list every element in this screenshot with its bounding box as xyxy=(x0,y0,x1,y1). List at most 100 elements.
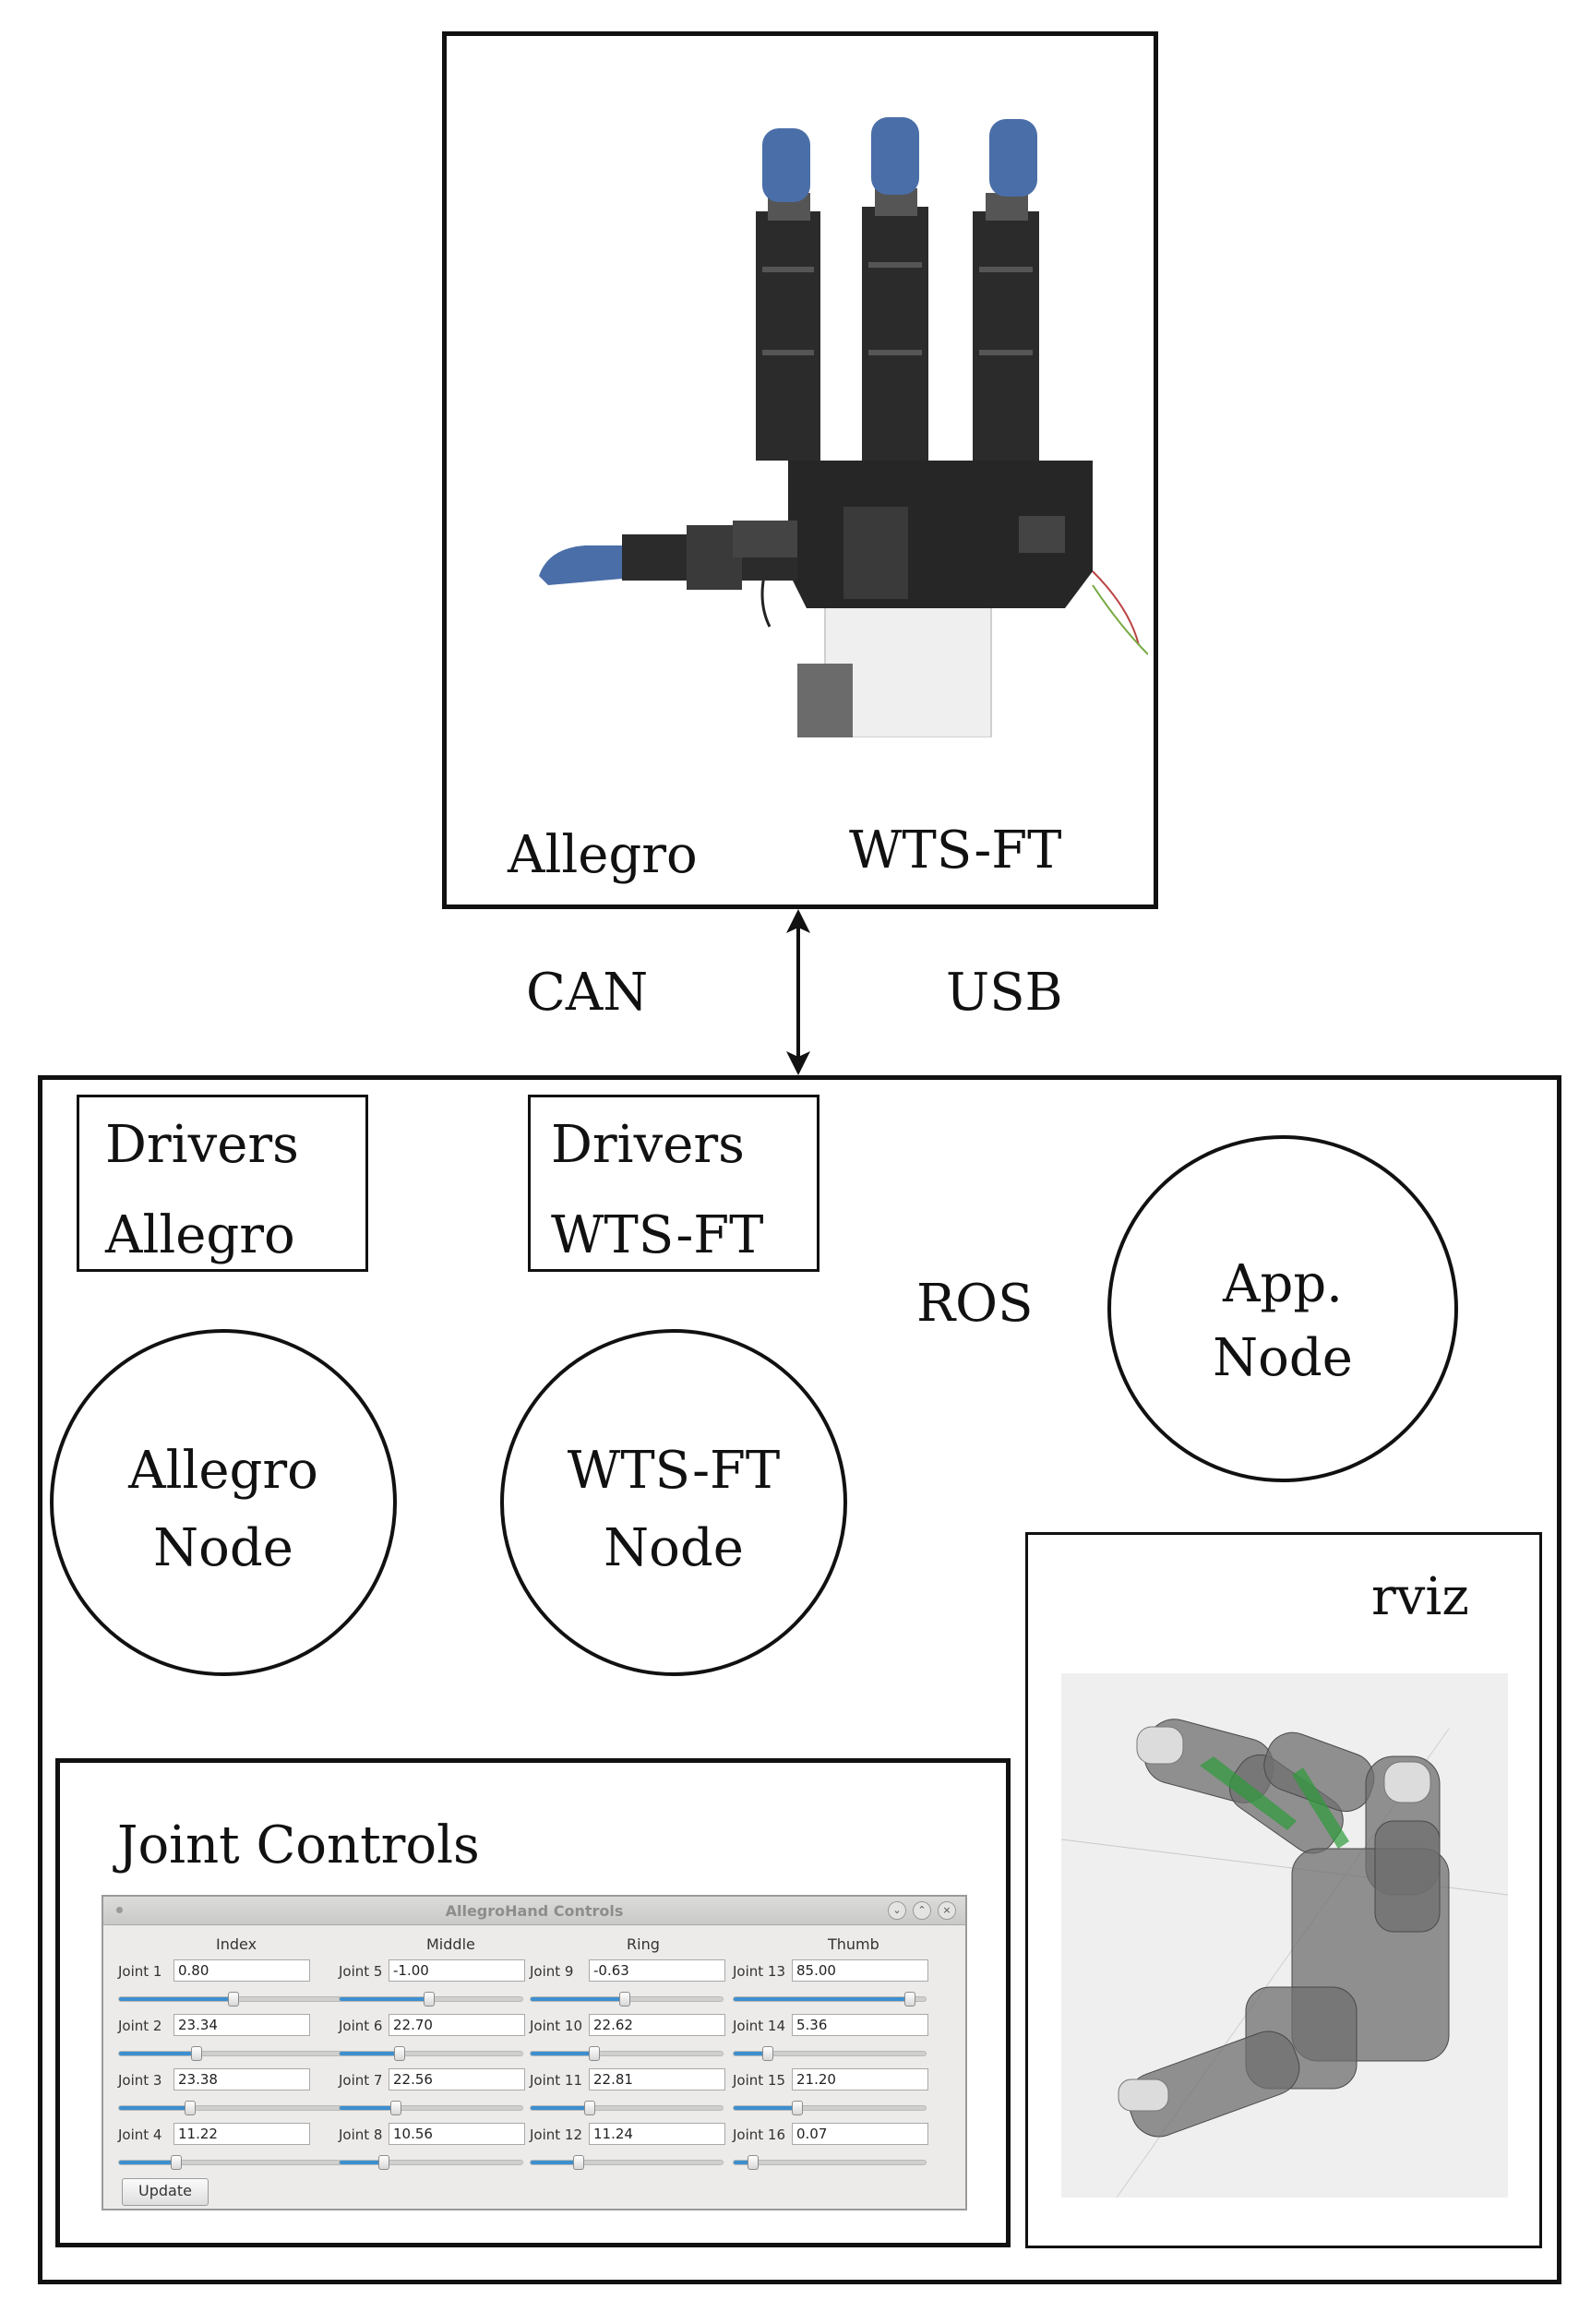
close-icon[interactable]: × xyxy=(938,1901,956,1920)
joint-2-slider[interactable] xyxy=(118,2046,349,2061)
app-node-circle: App. Node xyxy=(1107,1135,1458,1482)
joint-14-input[interactable]: 5.36 xyxy=(792,2014,928,2036)
joint-14-slider[interactable] xyxy=(733,2046,927,2061)
middle-fingertip xyxy=(871,117,919,195)
joint-8-slider[interactable] xyxy=(339,2155,523,2170)
joint-1-slider-handle[interactable] xyxy=(228,1992,239,2007)
thumb-tip xyxy=(539,545,622,585)
joint-15-slider[interactable] xyxy=(733,2101,927,2115)
joint-2-input[interactable]: 23.34 xyxy=(173,2014,310,2036)
joint-5-slider-fill xyxy=(340,1997,430,2001)
joint-11-slider-fill xyxy=(531,2106,591,2110)
joint-1-slider-fill xyxy=(119,1997,233,2001)
joint-11-slider[interactable] xyxy=(530,2101,724,2115)
joint-12-label: Joint 12 xyxy=(530,2126,583,2143)
joint-controls-title: Joint Controls xyxy=(117,1815,480,1875)
joint-13-slider-handle[interactable] xyxy=(904,1992,916,2007)
joint-9-slider-fill xyxy=(531,1997,625,2001)
drivers-wtsft-line1: Drivers xyxy=(551,1115,745,1175)
allegro-node-circle: Allegro Node xyxy=(50,1329,397,1676)
ros-label: ROS xyxy=(916,1274,1034,1334)
joint-9-slider[interactable] xyxy=(530,1992,724,2007)
column-header-middle: Middle xyxy=(426,1935,475,1953)
joint-8-label: Joint 8 xyxy=(339,2126,383,2143)
allegro-node-line1: Allegro xyxy=(128,1441,318,1501)
chevron-down-icon[interactable]: ⌄ xyxy=(888,1901,906,1920)
joint-4-slider-handle[interactable] xyxy=(171,2155,182,2170)
window-title: AllegroHand Controls xyxy=(445,1902,624,1920)
joint-5-input[interactable]: -1.00 xyxy=(389,1959,525,1982)
joint-controls-box: Joint Controls AllegroHand Controls ⌄ ⌃ … xyxy=(55,1758,1011,2247)
middle-finger xyxy=(862,188,928,461)
joint-2-slider-handle[interactable] xyxy=(191,2046,203,2061)
joint-15-input[interactable]: 21.20 xyxy=(792,2068,928,2090)
joint-13-slider-fill xyxy=(734,1997,911,2001)
joint-4-slider[interactable] xyxy=(118,2155,349,2170)
wtsft-node-circle: WTS-FT Node xyxy=(500,1329,847,1676)
joint-7-input[interactable]: 22.56 xyxy=(389,2068,525,2090)
joint-4-label: Joint 4 xyxy=(118,2126,162,2143)
joint-11-label: Joint 11 xyxy=(530,2072,583,2089)
hardware-label-allegro: Allegro xyxy=(508,825,698,885)
window-titlebar[interactable]: AllegroHand Controls ⌄ ⌃ × xyxy=(103,1897,965,1925)
window-menu-icon[interactable] xyxy=(116,1907,123,1913)
joint-1-input[interactable]: 0.80 xyxy=(173,1959,310,1982)
thumb xyxy=(622,521,797,590)
joint-8-input[interactable]: 10.56 xyxy=(389,2123,525,2145)
double-arrow-icon xyxy=(786,909,810,1075)
allegro-hand-photo xyxy=(539,117,1148,737)
joint-9-slider-handle[interactable] xyxy=(618,1992,630,2007)
column-header-thumb: Thumb xyxy=(828,1935,879,1953)
joint-16-slider-fill xyxy=(734,2161,753,2164)
joint-16-slider-handle[interactable] xyxy=(747,2155,759,2170)
joint-15-slider-handle[interactable] xyxy=(791,2101,803,2115)
wtsft-node-line1: WTS-FT xyxy=(567,1441,781,1501)
joint-9-label: Joint 9 xyxy=(530,1963,574,1980)
joint-16-slider[interactable] xyxy=(733,2155,927,2170)
joint-10-slider-handle[interactable] xyxy=(588,2046,600,2061)
joint-11-slider-handle[interactable] xyxy=(584,2101,596,2115)
chevron-up-icon[interactable]: ⌃ xyxy=(913,1901,931,1920)
joint-8-slider-handle[interactable] xyxy=(377,2155,389,2170)
link-label-can: CAN xyxy=(526,963,649,1023)
joint-10-slider[interactable] xyxy=(530,2046,724,2061)
joint-6-slider-handle[interactable] xyxy=(394,2046,406,2061)
joint-16-input[interactable]: 0.07 xyxy=(792,2123,928,2145)
joint-12-input[interactable]: 11.24 xyxy=(589,2123,725,2145)
joint-3-slider-fill xyxy=(119,2106,190,2110)
joint-3-input[interactable]: 23.38 xyxy=(173,2068,310,2090)
joint-9-input[interactable]: -0.63 xyxy=(589,1959,725,1982)
joint-12-slider-handle[interactable] xyxy=(573,2155,584,2170)
joint-11-input[interactable]: 22.81 xyxy=(589,2068,725,2090)
joint-3-slider[interactable] xyxy=(118,2101,349,2115)
joint-2-slider-fill xyxy=(119,2052,197,2055)
joint-7-slider[interactable] xyxy=(339,2101,523,2115)
drivers-allegro-box: Drivers Allegro xyxy=(77,1095,368,1272)
joint-10-input[interactable]: 22.62 xyxy=(589,2014,725,2036)
index-finger xyxy=(756,193,820,461)
joint-7-label: Joint 7 xyxy=(339,2072,383,2089)
joint-4-slider-fill xyxy=(119,2161,176,2164)
joint-5-slider[interactable] xyxy=(339,1992,523,2007)
joint-14-slider-handle[interactable] xyxy=(762,2046,774,2061)
joint-1-slider[interactable] xyxy=(118,1992,349,2007)
joint-7-slider-handle[interactable] xyxy=(390,2101,402,2115)
joint-13-slider[interactable] xyxy=(733,1992,927,2007)
joint-7-slider-fill xyxy=(340,2106,397,2110)
column-header-index: Index xyxy=(216,1935,257,1953)
joint-15-label: Joint 15 xyxy=(733,2072,786,2089)
joint-16-label: Joint 16 xyxy=(733,2126,786,2143)
joint-6-slider[interactable] xyxy=(339,2046,523,2061)
joint-5-slider-handle[interactable] xyxy=(424,1992,436,2007)
joint-13-input[interactable]: 85.00 xyxy=(792,1959,928,1982)
joint-3-slider-handle[interactable] xyxy=(184,2101,196,2115)
rviz-label: rviz xyxy=(1371,1567,1469,1627)
joint-12-slider-fill xyxy=(531,2161,579,2164)
joint-5-label: Joint 5 xyxy=(339,1963,383,1980)
app-node-line2: Node xyxy=(1213,1328,1353,1388)
joint-4-input[interactable]: 11.22 xyxy=(173,2123,310,2145)
joint-12-slider[interactable] xyxy=(530,2155,724,2170)
joint-6-input[interactable]: 22.70 xyxy=(389,2014,525,2036)
update-button[interactable]: Update xyxy=(122,2178,209,2206)
hardware-frame: Allegro WTS-FT xyxy=(442,31,1158,909)
